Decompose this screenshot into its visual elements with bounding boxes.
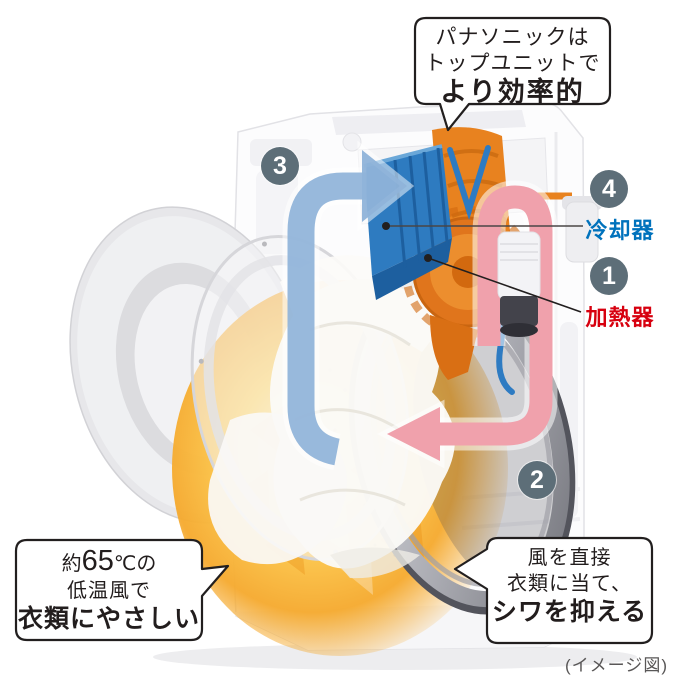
- heater-duct: [430, 315, 478, 380]
- callout-bubbles: [14, 16, 654, 645]
- callout-bottom-left-line2: 低温風で: [67, 580, 151, 602]
- pump-dark-base: [500, 296, 538, 326]
- callout-top-emphasis: より効率的: [440, 77, 585, 107]
- cooler-fins: [393, 147, 450, 269]
- callout-bottom-left-line1: 約65℃の: [16, 547, 202, 579]
- drum-interior-shade: [413, 317, 561, 587]
- image-note: (イメージ図): [565, 656, 668, 675]
- warm-air-arrowhead: [387, 407, 440, 461]
- callout-top-line2: トップユニットで: [424, 52, 601, 75]
- leader-dot-heater: [424, 254, 432, 262]
- callout-bottom-left-bubble: [14, 538, 230, 642]
- step-badge-drum-air: 2: [518, 461, 556, 499]
- leader-dot-cooler: [382, 222, 390, 230]
- temp-value: 65: [81, 545, 114, 577]
- cool-air-arrow: [282, 140, 415, 471]
- callout-top: パナソニックは トップユニットで より効率的: [415, 25, 610, 108]
- callout-bottom-right-bubble: [453, 536, 654, 645]
- cooler-label: 冷却器: [585, 218, 655, 243]
- temp-unit: ℃の: [113, 553, 157, 575]
- callout-bottom-right-emphasis: シワを抑える: [491, 598, 648, 626]
- cool-air-path: [287, 172, 366, 466]
- cool-air-arrowhead: [362, 150, 407, 222]
- step-badge-cooler: 4: [590, 170, 628, 208]
- filter-cylinder: [565, 201, 599, 263]
- step-badge-return-air: 3: [261, 147, 299, 185]
- callout-bottom-left: 約65℃の 低温風で 衣類にやさしい: [16, 547, 202, 635]
- warm-air-arrow: [377, 180, 558, 469]
- floor-shadow: [153, 644, 637, 670]
- cooler-block-bottom: [372, 238, 452, 300]
- callout-bottom-left-emphasis: 衣類にやさしい: [17, 605, 200, 633]
- heater-label: 加熱器: [585, 305, 655, 330]
- cloth-shadow-fold: [330, 547, 420, 579]
- pump-dark-cap: [500, 323, 538, 337]
- pump-ribs: [500, 243, 538, 261]
- warm-air-path: [440, 185, 553, 446]
- callout-top-line1: パナソニックは: [435, 26, 590, 49]
- callout-bottom-right-line2: 衣類に当て、: [507, 573, 632, 595]
- callout-top-bubble: [413, 16, 612, 132]
- callout-bottom-right-line1: 風を直接: [527, 547, 612, 569]
- leader-lines: [382, 222, 583, 313]
- temp-prefix: 約: [61, 553, 82, 575]
- pump-components: [497, 196, 602, 337]
- cooler-v-pipe: [447, 145, 491, 221]
- leader-line-heater: [427, 257, 582, 313]
- top-detail-knob: [342, 132, 362, 152]
- step-badge-heater: 1: [590, 257, 628, 295]
- callout-bottom-right: 風を直接 衣類に当て、 シワを抑える: [487, 545, 652, 627]
